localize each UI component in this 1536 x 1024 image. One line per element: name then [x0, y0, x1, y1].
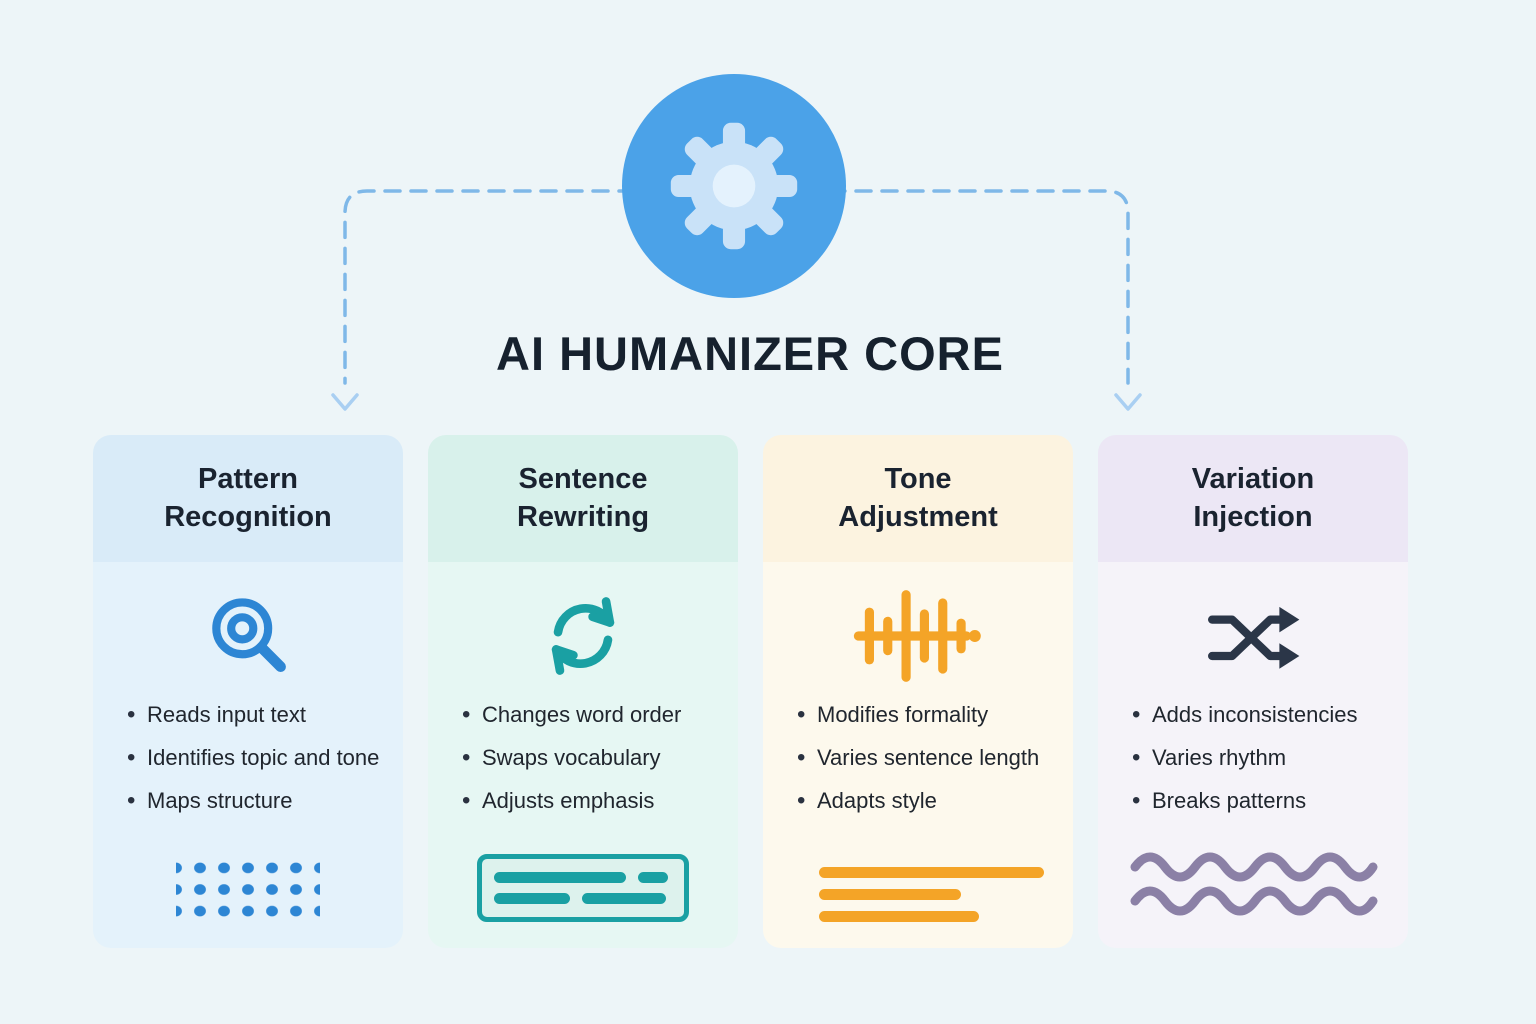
card-title: Tone Adjustment [838, 463, 998, 533]
shuffle-icon [1203, 586, 1303, 686]
card-header: Tone Adjustment [763, 435, 1073, 562]
bullet-item: Adjusts emphasis [460, 785, 726, 817]
card-header: Pattern Recognition [93, 435, 403, 562]
waveform-icon [849, 586, 987, 686]
connector-left [343, 189, 662, 385]
card-title: Sentence Rewriting [516, 463, 650, 533]
bullet-item: Modifies formality [795, 699, 1061, 731]
horizontal-lines-decoration [819, 867, 1044, 922]
connector-right [828, 189, 1130, 385]
bullet-item: Varies sentence length [795, 742, 1061, 774]
bullet-list: Reads input text Identifies topic and to… [93, 699, 403, 829]
bullet-item: Maps structure [125, 785, 391, 817]
bullet-list: Modifies formality Varies sentence lengt… [763, 699, 1073, 829]
card-tone-adjustment: Tone Adjustment Modifie [763, 435, 1073, 948]
bullet-list: Adds inconsistencies Varies rhythm Break… [1098, 699, 1408, 829]
bullet-item: Identifies topic and tone [125, 742, 391, 774]
card-title: Variation Injection [1191, 463, 1315, 533]
bullet-item: Adds inconsistencies [1130, 699, 1396, 731]
card-header: Variation Injection [1098, 435, 1408, 562]
card-body: Changes word order Swaps vocabulary Adju… [428, 562, 738, 948]
card-body: Reads input text Identifies topic and to… [93, 562, 403, 948]
refresh-cycle-icon [535, 586, 631, 686]
card-header: Sentence Rewriting [428, 435, 738, 562]
magnifier-focus-icon [200, 586, 296, 686]
wavy-lines-decoration [1127, 845, 1379, 922]
main-title: AI HUMANIZER CORE [496, 327, 1004, 380]
dot-grid-decoration [176, 857, 320, 922]
gear-icon [670, 122, 798, 250]
arrow-down-left-icon [331, 393, 359, 411]
text-box-decoration [477, 854, 689, 922]
bullet-item: Changes word order [460, 699, 726, 731]
bullet-item: Breaks patterns [1130, 785, 1396, 817]
bullet-item: Adapts style [795, 785, 1061, 817]
card-variation-injection: Variation Injection Adds inconsistencies… [1098, 435, 1408, 948]
card-body: Modifies formality Varies sentence lengt… [763, 562, 1073, 948]
card-title: Pattern Recognition [164, 463, 332, 533]
card-body: Adds inconsistencies Varies rhythm Break… [1098, 562, 1408, 948]
card-sentence-rewriting: Sentence Rewriting Changes word order Sw… [428, 435, 738, 948]
dashed-connector-lines [331, 189, 1142, 411]
core-gear-badge [622, 74, 846, 298]
bullet-item: Reads input text [125, 699, 391, 731]
bullet-item: Swaps vocabulary [460, 742, 726, 774]
bullet-item: Varies rhythm [1130, 742, 1396, 774]
bullet-list: Changes word order Swaps vocabulary Adju… [428, 699, 738, 829]
cards-row: Pattern Recognition Reads input text Ide… [93, 435, 1408, 948]
card-pattern-recognition: Pattern Recognition Reads input text Ide… [93, 435, 403, 948]
arrow-down-right-icon [1114, 393, 1142, 411]
